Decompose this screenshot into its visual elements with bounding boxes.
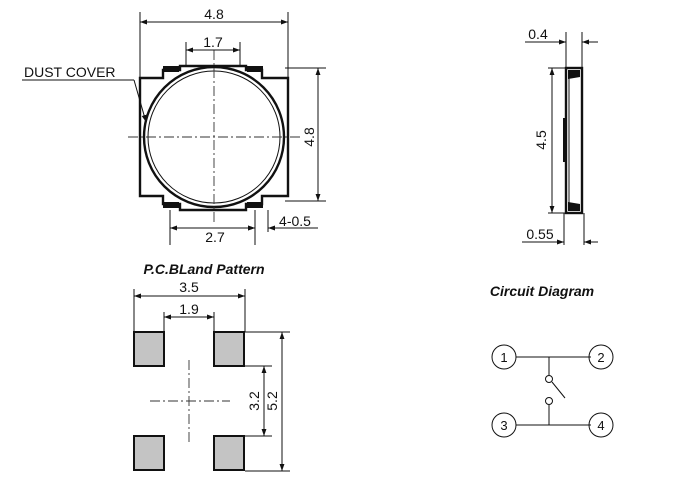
dim-side-base: 0.55 [526, 226, 553, 242]
pin-2-label: 2 [597, 350, 604, 365]
dim-bottom-span: 2.7 [205, 229, 225, 245]
dim-land-outer-height: 5.2 [264, 391, 280, 411]
tab-top-left [163, 66, 179, 72]
side-view: 0.4 4.5 0.55 [522, 26, 598, 245]
side-tab-top [568, 70, 580, 79]
pin-3-circle [491, 412, 517, 438]
tab-bottom-right [247, 202, 263, 208]
pad-bottom-left [133, 435, 165, 471]
dim-land-inner-gap: 1.9 [179, 301, 199, 317]
top-view: 4.8 1.7 4.8 2.7 4-0.5 DUST COVER [22, 6, 326, 245]
dim-inner-top: 1.7 [203, 34, 223, 50]
dim-width: 4.8 [204, 6, 224, 22]
side-body [564, 66, 584, 215]
circuit-title: Circuit Diagram [490, 283, 594, 299]
pin-1-circle [491, 344, 517, 370]
dim-side-thickness: 0.4 [528, 26, 548, 42]
side-tab-bottom [568, 202, 580, 211]
dim-land-inner-height: 3.2 [246, 391, 262, 411]
dim-land-outer-width: 3.5 [179, 279, 199, 295]
land-pattern: P.C.BLand Pattern 3.5 1.9 3.2 5.2 [133, 261, 290, 472]
label-dust-cover: DUST COVER [24, 64, 116, 80]
switch-lever [551, 381, 566, 399]
pin-1-label: 1 [500, 350, 507, 365]
pad-top-right [213, 331, 245, 367]
dim-height: 4.8 [301, 127, 317, 147]
circuit-diagram: Circuit Diagram 1 2 3 4 [490, 283, 614, 438]
tab-top-right [247, 66, 263, 72]
pad-bottom-right [213, 435, 245, 471]
pin-3-label: 3 [500, 418, 507, 433]
switch-contact-bottom [545, 397, 553, 405]
pin-4-circle [588, 412, 614, 438]
dim-side-height: 4.5 [533, 130, 549, 150]
pad-top-left [133, 331, 165, 367]
side-actuator [563, 118, 566, 162]
switch-contact-top [545, 375, 553, 383]
dim-tab: 4-0.5 [279, 213, 311, 229]
land-pattern-title: P.C.BLand Pattern [143, 261, 264, 277]
tab-bottom-left [163, 202, 179, 208]
pin-2-circle [588, 344, 614, 370]
pin-4-label: 4 [597, 418, 604, 433]
